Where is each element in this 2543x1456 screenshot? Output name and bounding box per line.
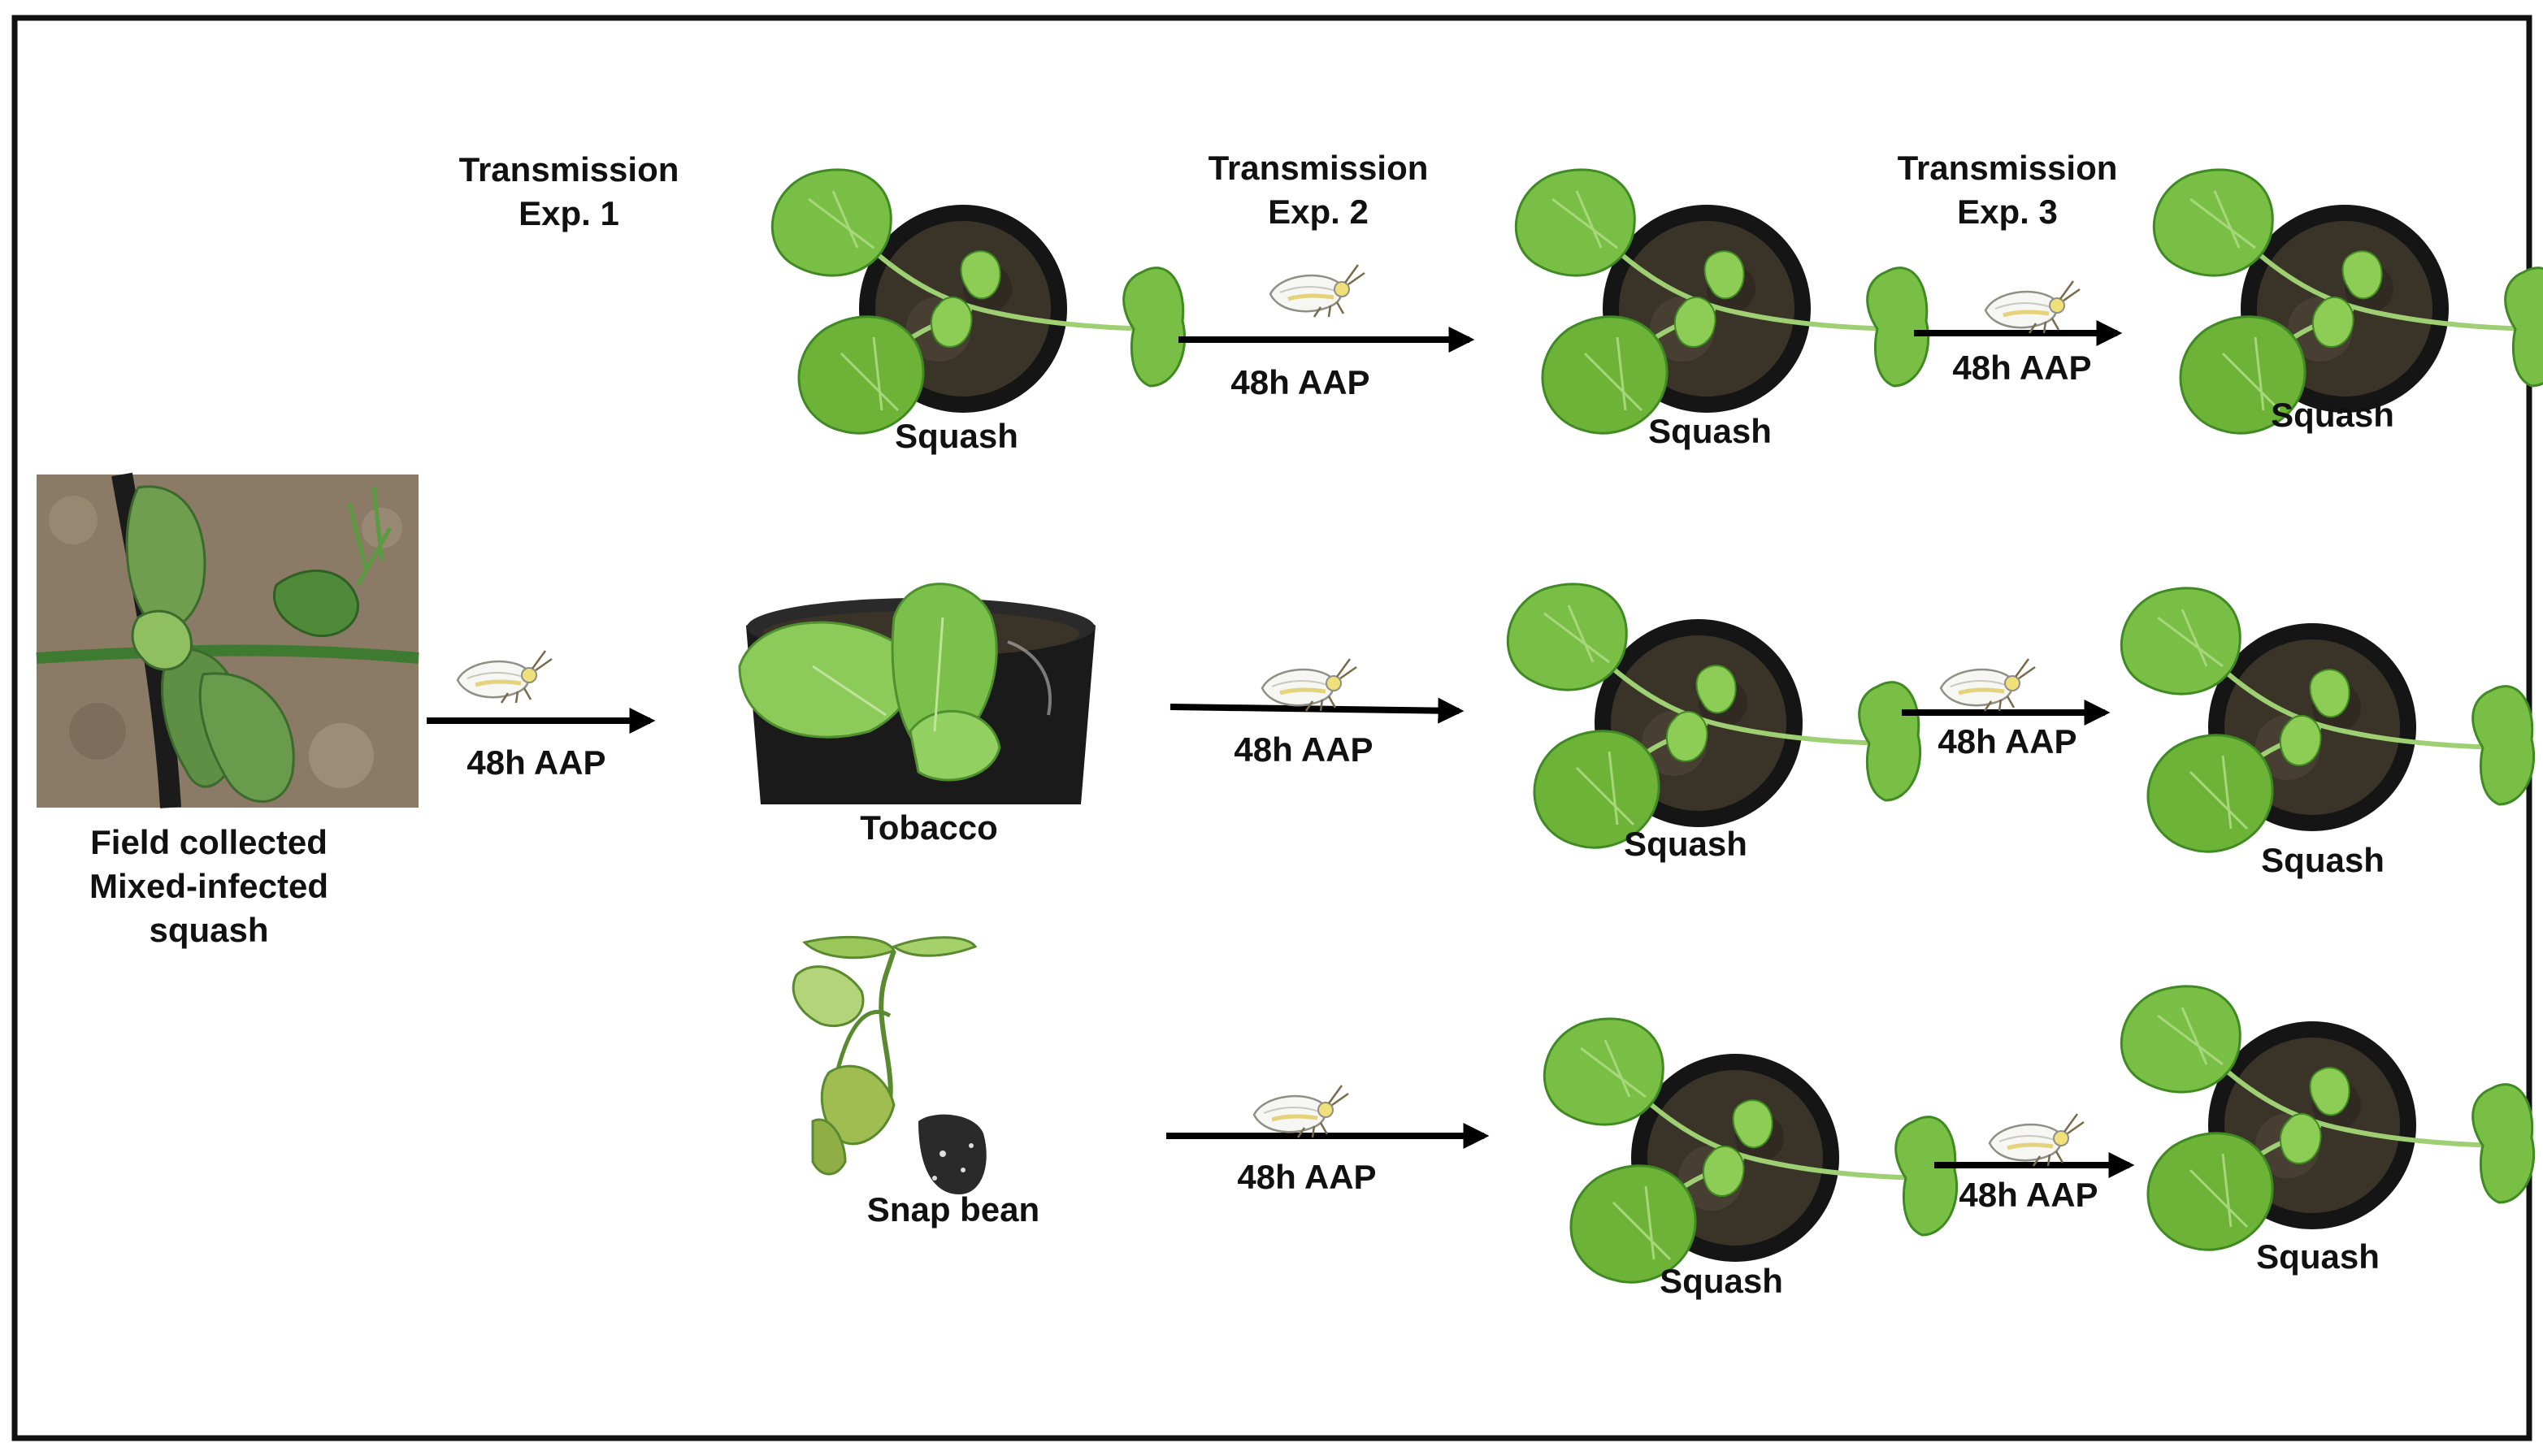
whitefly-icon xyxy=(1990,1114,2084,1166)
squash-plant-row2-exp3 xyxy=(1508,584,1920,847)
squash-label-row3-exp2: Squash xyxy=(1660,1262,1783,1300)
source-caption-line3: squash xyxy=(149,911,269,949)
aap-label-row2-exp2: 48h AAP xyxy=(1234,730,1373,769)
aap-label-row3-exp2: 48h AAP xyxy=(1237,1158,1377,1196)
squash-plant-row3-exp4 xyxy=(2121,986,2533,1250)
squash-plant-row1-exp2 xyxy=(772,170,1184,433)
aap-label-row3-exp3: 48h AAP xyxy=(1959,1176,2098,1214)
arrow-row2-exp2 xyxy=(1170,697,1465,724)
exp3-heading-line1: Transmission xyxy=(1897,149,2118,187)
whitefly-icon xyxy=(1985,281,2080,333)
exp1-heading-line1: Transmission xyxy=(458,150,679,188)
whitefly-icon xyxy=(1270,265,1365,317)
squash-label-row1-exp3: Squash xyxy=(2271,396,2394,434)
snap-bean-plant xyxy=(792,935,987,1194)
exp2-heading-line2: Exp. 2 xyxy=(1268,193,1369,231)
squash-label-row1-exp1: Squash xyxy=(895,417,1018,455)
exp1-heading-line2: Exp. 1 xyxy=(519,194,619,232)
tobacco-label: Tobacco xyxy=(860,808,998,847)
source-caption-line1: Field collected xyxy=(90,823,328,861)
aap-label-field: 48h AAP xyxy=(467,743,606,782)
exp1-heading: Transmission Exp. 1 xyxy=(459,148,679,236)
squash-plant-row1-exp3 xyxy=(1516,170,1928,433)
tobacco-plant xyxy=(738,583,1096,804)
aap-label-row1-exp2: 48h AAP xyxy=(1230,363,1370,401)
squash-label-row2-exp2: Squash xyxy=(1624,825,1747,863)
whitefly-icon xyxy=(458,651,552,703)
exp3-heading-line2: Exp. 3 xyxy=(1957,193,2058,231)
whitefly-icon xyxy=(1254,1086,1348,1138)
snap-bean-label: Snap bean xyxy=(866,1190,1040,1228)
exp2-heading: Transmission Exp. 2 xyxy=(1209,146,1429,234)
exp3-heading: Transmission Exp. 3 xyxy=(1898,146,2118,234)
aap-label-row2-exp3: 48h AAP xyxy=(1938,722,2077,760)
source-caption-line2: Mixed-infected xyxy=(89,867,329,905)
squash-label-row2-exp3: Squash xyxy=(2261,841,2385,879)
squash-label-row3-exp3: Squash xyxy=(2256,1237,2380,1276)
squash-plant-row2-exp4 xyxy=(2121,588,2533,852)
exp2-heading-line1: Transmission xyxy=(1208,149,1429,187)
aap-label-row1-exp3: 48h AAP xyxy=(1952,349,2092,387)
field-photo xyxy=(36,472,419,808)
source-caption: Field collected Mixed-infected squash xyxy=(89,821,328,952)
whitefly-icon xyxy=(1941,659,2035,711)
squash-label-row1-exp2: Squash xyxy=(1648,412,1772,450)
squash-plant-row3-exp3 xyxy=(1544,1019,1956,1282)
whitefly-icon xyxy=(1262,659,1356,711)
